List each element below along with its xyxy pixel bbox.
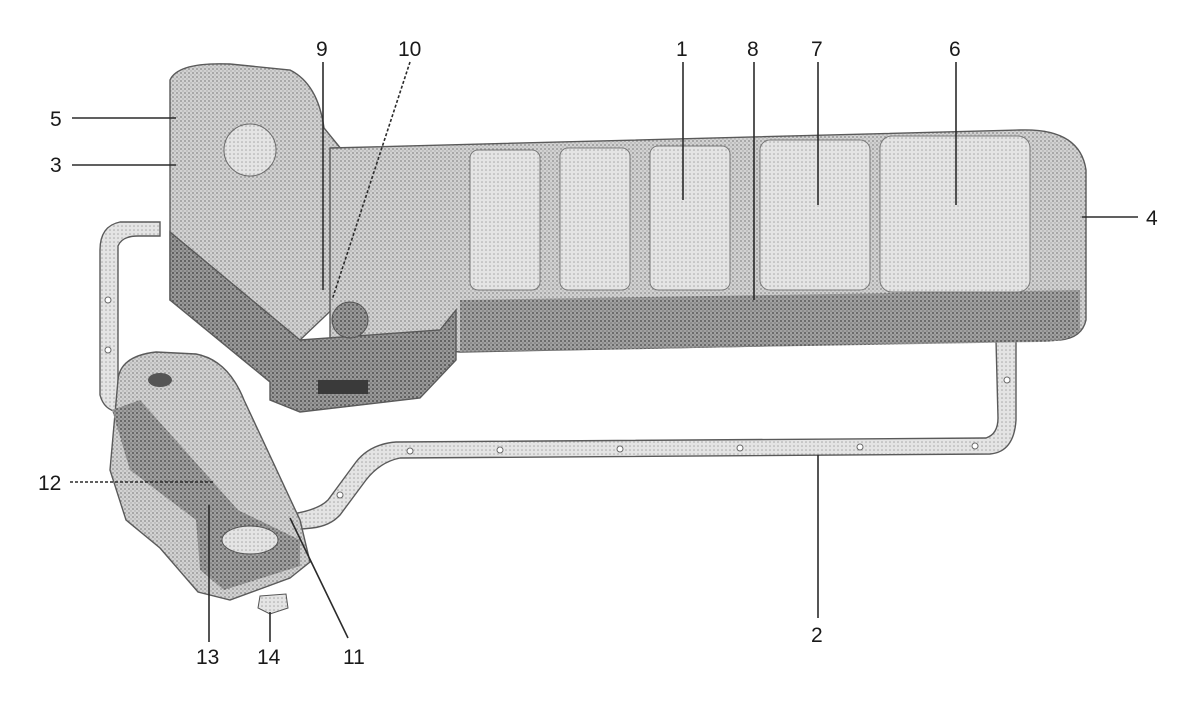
callout-1: 1 [676, 38, 688, 61]
gasket-bolt-holes [104, 296, 1011, 499]
callout-labels: 1 2 3 4 5 6 7 8 9 10 11 12 13 14 [38, 38, 1158, 669]
callout-9: 9 [316, 38, 328, 61]
callout-11: 11 [343, 646, 365, 669]
callout-3: 3 [50, 154, 62, 177]
callout-12: 12 [38, 472, 61, 495]
leader-lines [70, 61, 1138, 642]
callout-13: 13 [196, 646, 219, 669]
callout-6: 6 [949, 38, 961, 61]
oil-pan-upper [169, 63, 1087, 413]
callout-7: 7 [811, 38, 823, 61]
callout-4: 4 [1146, 207, 1158, 230]
callout-5: 5 [50, 108, 62, 131]
callout-10: 10 [398, 38, 421, 61]
oil-pan-lower-sump [109, 351, 311, 615]
callout-2: 2 [811, 624, 823, 647]
callout-8: 8 [747, 38, 759, 61]
callout-14: 14 [257, 646, 281, 669]
